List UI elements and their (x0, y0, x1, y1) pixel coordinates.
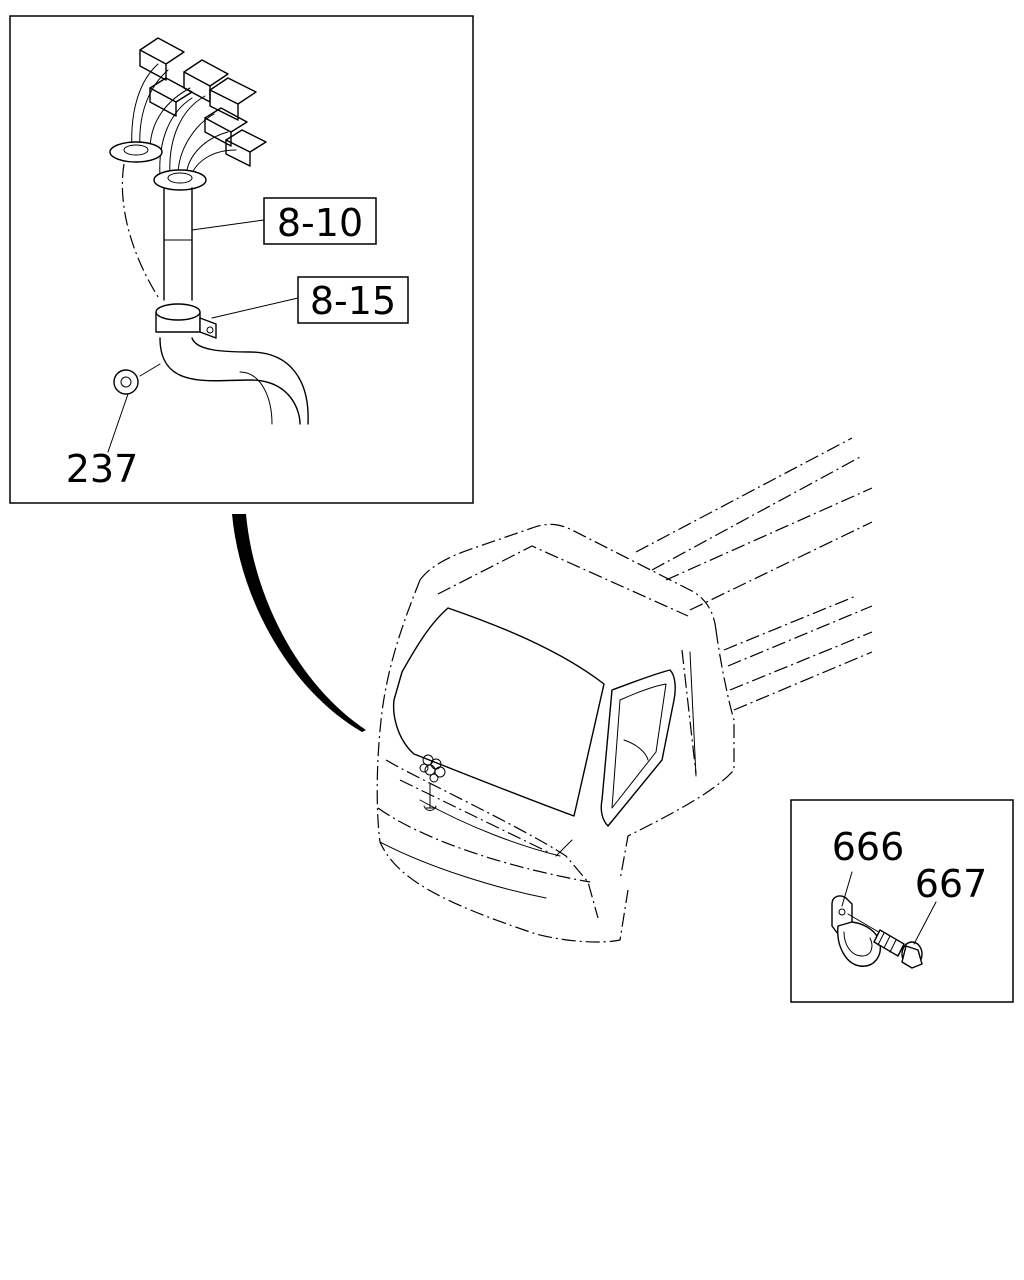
callout-237: 237 (66, 363, 161, 491)
callout-8-10: 8-10 (191, 197, 377, 245)
callout-666: 666 (832, 825, 905, 907)
truck-cab-drawing (376, 437, 873, 943)
callout-667-label: 667 (915, 862, 988, 906)
callout-666-label: 666 (832, 825, 905, 869)
callout-237-label: 237 (66, 447, 139, 491)
bolt-667-drawing (847, 913, 923, 969)
detail-frame-harness: 8-10 8-15 237 (9, 15, 474, 504)
harness-location-marker (419, 754, 446, 811)
callout-8-10-label: 8-10 (277, 201, 363, 245)
detail-frame-bracket: 666 667 (790, 799, 1014, 1003)
callout-667: 667 (913, 862, 988, 945)
detail-leader-arc (232, 514, 366, 732)
callout-8-15-label: 8-15 (310, 279, 396, 323)
wiring-harness-drawing (109, 37, 309, 425)
callout-8-15: 8-15 (211, 276, 409, 324)
bracket-666-drawing (831, 895, 881, 967)
